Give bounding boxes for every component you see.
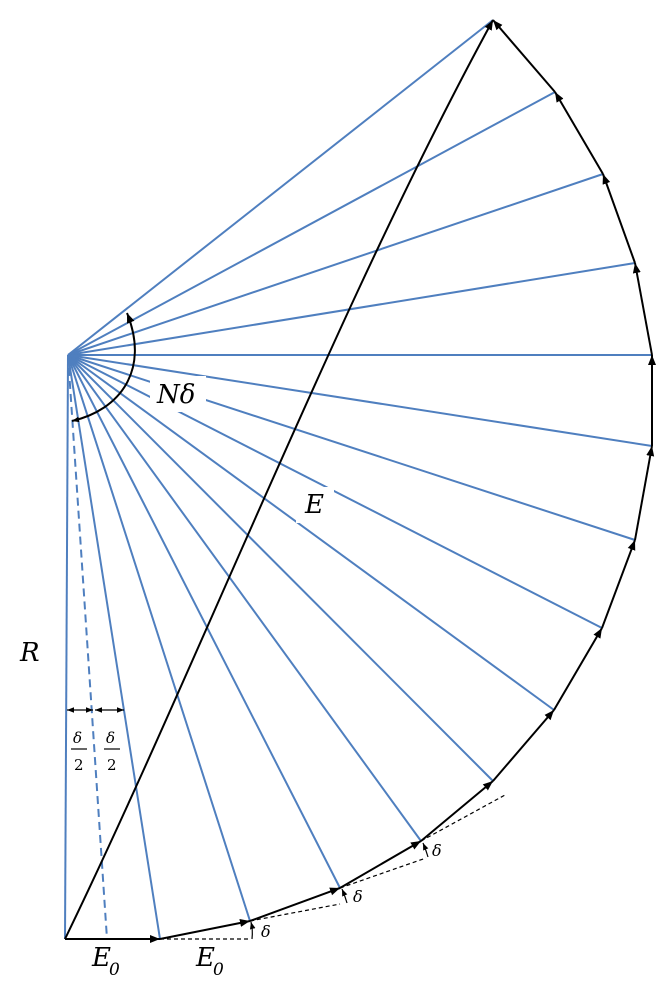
delta-arc-2 [341,888,348,904]
frac-right-numerator: δ [106,729,115,747]
N-delta-label: Nδ [156,380,195,410]
radial-line [67,354,161,940]
radius-line [64,354,69,940]
radial-line [67,354,555,711]
phasor-chain [65,19,656,943]
frac-left-denominator: 2 [74,756,84,774]
delta-label-2: δ [353,887,363,906]
radial-line [67,19,494,356]
frac-right-denominator: 2 [107,756,117,774]
E0-right-subscript: 0 [213,960,224,980]
frac-left-numerator: δ [73,729,82,747]
radial-lines [67,19,653,940]
phasor-segment [602,173,636,264]
delta-arc-3 [422,842,429,858]
extension-line-3 [339,857,427,889]
phasor-segment [634,445,655,541]
phasor-segment [159,919,251,940]
R-label: R [19,638,40,668]
phasor-segment [339,840,422,889]
extension-line-4 [420,794,506,842]
radial-line [67,262,636,356]
radial-line [67,173,604,356]
delta-label-3: δ [432,841,442,860]
bisector-dashed-line [67,354,108,940]
E0-left-label: E [91,943,111,973]
radial-line [67,91,556,356]
E-label-bg [296,487,334,523]
E0-right-label: E [195,943,215,973]
phasor-segment [492,709,555,782]
radial-line [67,354,251,922]
resultant-E-arrow [64,19,494,940]
radial-line [67,354,494,782]
phasor-segment [249,887,341,922]
radial-line [67,354,341,889]
phasor-segment [553,627,603,711]
extension-line-2 [249,903,341,922]
delta-arc-1 [249,921,256,940]
extension-dashed-lines [160,794,506,940]
N-delta-label-bg [150,376,206,412]
N-delta-arc [71,312,136,423]
phasor-segment [420,780,494,842]
phasor-segment [554,91,604,175]
E-label: E [304,490,324,520]
radial-line [67,354,653,447]
phasor-segment [632,262,653,356]
E0-left-subscript: 0 [109,960,120,980]
phasor-segment [601,539,636,629]
radial-line [67,354,422,842]
delta-angle-arrows [249,842,429,940]
phasor-segment [492,19,556,93]
delta-label-1: δ [261,922,271,941]
